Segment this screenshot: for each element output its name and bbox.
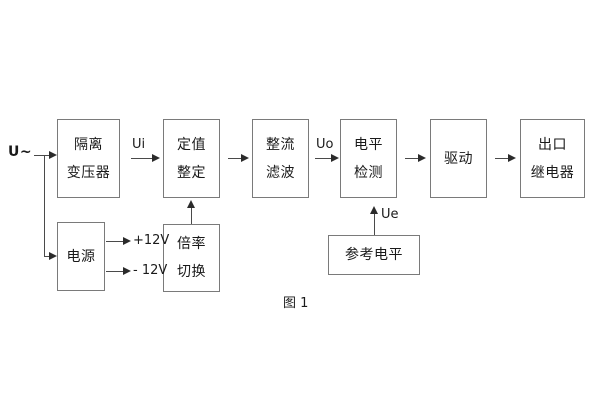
signal-label-uo: Uo	[316, 137, 334, 152]
arrowhead-multiplier-to-setting	[186, 200, 195, 208]
rail-label-negative: - 12V	[133, 263, 168, 278]
input-voltage-label: U~	[8, 144, 33, 160]
arrowhead-drive-to-relay	[508, 153, 516, 162]
block-setting-value-line-1: 定值	[177, 136, 206, 153]
block-multiplier-switch-line-1: 倍率	[177, 236, 206, 252]
figure-caption: 图 1	[283, 296, 309, 311]
signal-label-ue: Ue	[381, 207, 399, 222]
block-level-detection-line-2: 检测	[354, 164, 383, 181]
arrowhead-rail-negative	[123, 266, 131, 275]
wire-rail-positive	[106, 241, 124, 242]
block-multiplier-switch[interactable]: 倍率 切换	[163, 224, 220, 292]
wire-level-to-drive	[405, 158, 419, 159]
arrowhead-to-power-supply	[49, 251, 57, 260]
block-output-relay-line-1: 出口	[538, 136, 567, 153]
block-power-supply-line-1: 电源	[66, 248, 96, 265]
block-multiplier-switch-line-2: 切换	[177, 264, 206, 280]
block-drive-line-1: 驱动	[444, 150, 473, 167]
block-reference-level[interactable]: 参考电平	[328, 235, 420, 275]
wire-multiplier-to-setting	[191, 208, 192, 224]
block-output-relay-line-2: 继电器	[530, 164, 575, 181]
block-rectify-filter-line-2: 滤波	[266, 164, 295, 181]
block-setting-value-line-2: 整定	[177, 164, 206, 181]
arrowhead-to-isolation-transformer	[49, 150, 57, 159]
arrowhead-ui	[152, 153, 160, 162]
wire-setting-to-rectify	[228, 158, 242, 159]
block-isolation-transformer-line-2: 变压器	[66, 164, 111, 181]
rail-label-positive: +12V	[133, 233, 170, 248]
wire-to-isolation-transformer	[44, 155, 50, 156]
block-reference-level-line-1: 参考电平	[345, 247, 403, 263]
block-output-relay[interactable]: 出口 继电器	[520, 119, 585, 198]
arrowhead-level-to-drive	[418, 153, 426, 162]
block-power-supply[interactable]: 电源	[57, 222, 105, 291]
arrowhead-uo	[331, 153, 339, 162]
signal-label-ui: Ui	[132, 137, 146, 152]
block-level-detection[interactable]: 电平 检测	[340, 119, 397, 198]
block-rectify-filter-line-1: 整流	[266, 136, 295, 153]
block-rectify-filter[interactable]: 整流 滤波	[252, 119, 309, 198]
arrowhead-ue	[369, 206, 378, 214]
block-level-detection-line-1: 电平	[354, 136, 383, 153]
wire-rail-negative	[106, 271, 124, 272]
wire-input-stub	[34, 155, 44, 156]
wire-input-trunk	[44, 155, 45, 256]
wire-uo	[315, 158, 332, 159]
wire-drive-to-relay	[495, 158, 509, 159]
block-isolation-transformer-line-1: 隔离	[74, 136, 103, 153]
wire-ui	[131, 158, 153, 159]
block-setting-value[interactable]: 定值 整定	[163, 119, 220, 198]
arrowhead-rail-positive	[123, 236, 131, 245]
arrowhead-setting-to-rectify	[241, 153, 249, 162]
block-isolation-transformer[interactable]: 隔离 变压器	[57, 119, 120, 198]
block-drive[interactable]: 驱动	[430, 119, 487, 198]
wire-ue	[374, 214, 375, 235]
wire-to-power-supply	[44, 256, 50, 257]
